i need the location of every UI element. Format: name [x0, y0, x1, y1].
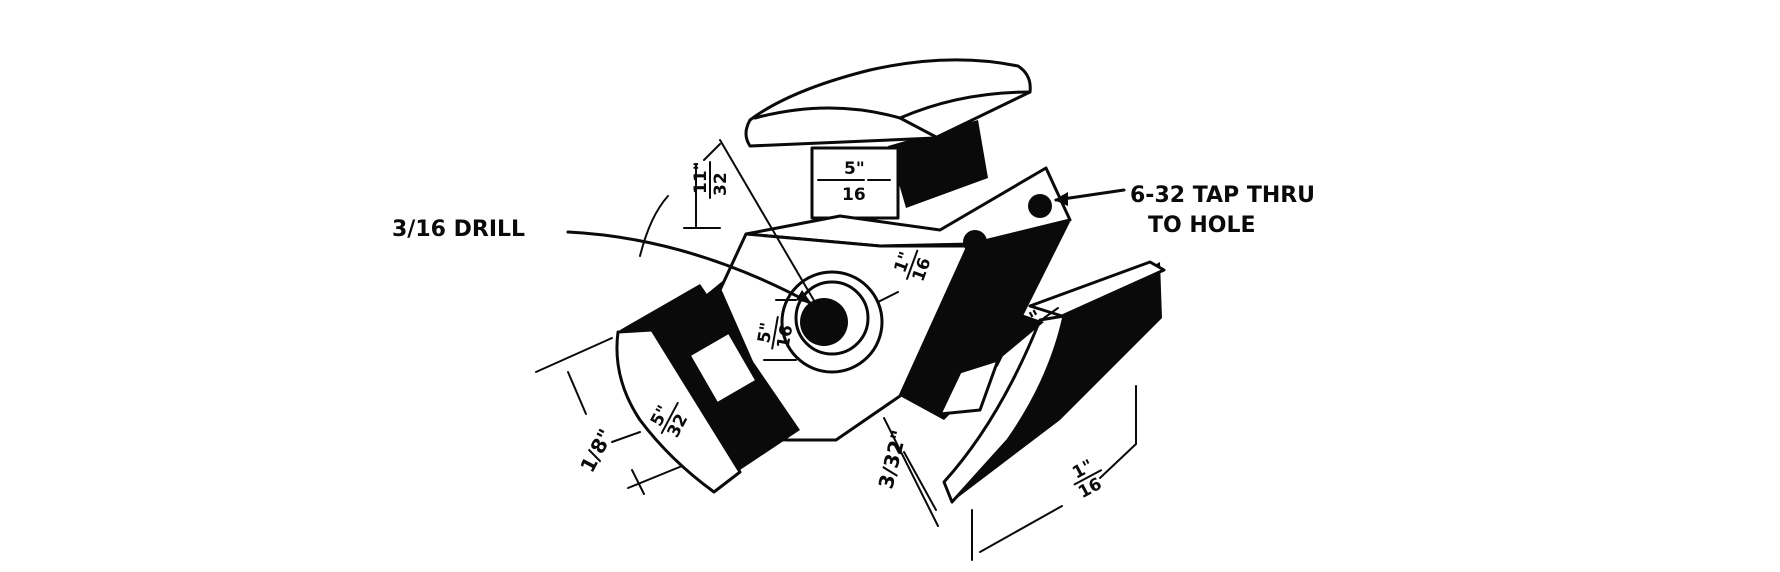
svg-text:16: 16	[842, 185, 866, 205]
svg-text:5": 5"	[754, 321, 777, 345]
dim-left-offset: 11" 32	[691, 161, 731, 199]
dim-left-jaw-height: 1/8"	[575, 425, 618, 476]
tap-hole-lower	[963, 230, 987, 254]
tap-callout-line2: TO HOLE	[1148, 213, 1256, 238]
left-jaw	[615, 284, 800, 494]
dimension-lines	[535, 139, 1137, 561]
dim-top-block-width: 5" 16	[837, 159, 866, 205]
svg-text:32: 32	[711, 172, 731, 196]
right-jaw-face	[942, 314, 1066, 504]
svg-text:5": 5"	[844, 159, 865, 179]
tap-hole-upper	[1028, 194, 1052, 218]
svg-text:16: 16	[774, 323, 798, 350]
dim-hole-offset: 5" 16	[754, 316, 798, 350]
tap-callout-line1: 6-32 TAP THRU	[1130, 183, 1315, 208]
dim-hole-wall: 1" 16	[891, 249, 936, 284]
drill-leader	[566, 230, 814, 306]
hex-body	[692, 166, 1072, 444]
top-jaw	[744, 58, 1032, 220]
drill-callout: 3/16 DRILL	[392, 217, 525, 242]
drill-hole	[800, 298, 848, 346]
svg-text:11": 11"	[691, 161, 711, 194]
right-jaw	[938, 260, 1166, 504]
top-jaw-face	[810, 146, 900, 220]
left-jaw-face	[615, 328, 742, 494]
dim-right-jaw-length: 1" 16	[1069, 456, 1105, 503]
top-jaw-cap	[744, 58, 1032, 148]
